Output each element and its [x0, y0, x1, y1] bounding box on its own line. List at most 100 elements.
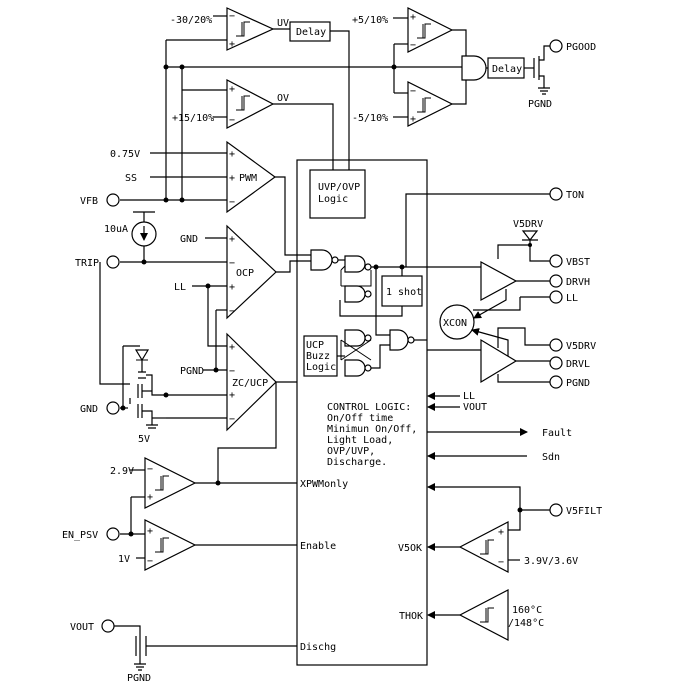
drvl-and-gate: [389, 329, 409, 351]
pg-hi-threshold: +5/10%: [352, 15, 388, 26]
svg-text:UV: UV: [277, 18, 289, 29]
ton-pin: [549, 187, 563, 201]
v29-label: 2.9V: [110, 466, 134, 477]
ov-comparator: + − OV: [226, 79, 289, 129]
svg-text:Delay: Delay: [492, 64, 522, 75]
svg-text:Buzz: Buzz: [306, 351, 330, 362]
vout-sideband: VOUT: [463, 402, 487, 413]
svg-text:+: +: [410, 114, 416, 125]
svg-text:Delay: Delay: [296, 27, 326, 38]
svg-text:UVP/OVP: UVP/OVP: [318, 182, 360, 193]
svg-text:+: +: [229, 173, 235, 184]
drvh-pin: [549, 274, 563, 288]
drvl-label: DRVL: [566, 359, 590, 370]
pgood-lo-comparator: − +: [407, 81, 454, 127]
svg-text:Logic: Logic: [318, 194, 348, 205]
svg-text:−: −: [229, 115, 235, 126]
zc-ucp-comparator: + − + − ZC/UCP: [226, 332, 277, 432]
v5drv-label: V5DRV: [513, 219, 543, 230]
pgnd-pin: [549, 375, 563, 389]
psv-comparator-hi: − +: [144, 457, 197, 509]
pgnd-label: PGND: [566, 378, 590, 389]
latch-lower: [340, 329, 372, 377]
pg-lo-threshold: -5/10%: [352, 113, 388, 124]
pgnd-label-bottom: PGND: [127, 673, 151, 683]
svg-text:−: −: [229, 306, 235, 317]
pgood-hi-comparator: + −: [407, 7, 454, 53]
svg-text:+: +: [410, 12, 416, 23]
svg-text:−: −: [229, 197, 235, 208]
ocp-comparator: + − + − OCP: [226, 224, 277, 320]
drvl-pin: [549, 356, 563, 370]
svg-text:XCON: XCON: [443, 318, 467, 329]
drvh-label: DRVH: [566, 277, 590, 288]
enable-label: Enable: [300, 541, 336, 552]
v5ok-threshold: 3.9V/3.6V: [524, 556, 578, 567]
gnd-label-ocp: GND: [180, 234, 198, 245]
thok-comparator: [458, 589, 509, 641]
pgood-and-gate: [461, 55, 487, 81]
svg-text:−: −: [229, 258, 235, 269]
current-source-10ua: [131, 211, 157, 262]
control-logic-line: Light Load,: [327, 435, 393, 446]
trip-label: TRIP: [75, 258, 99, 269]
svg-text:−: −: [410, 40, 416, 51]
trip-pin: [106, 255, 120, 269]
pgnd-label-zc: PGND: [180, 366, 204, 377]
discharge-fet: [114, 625, 297, 671]
v5drv-diode: [521, 230, 539, 241]
xcon-block: [439, 304, 475, 340]
svg-text:−: −: [229, 11, 235, 22]
ucp-buzz-logic: [303, 335, 338, 377]
svg-text:OV: OV: [277, 93, 289, 104]
svg-text:+: +: [147, 492, 153, 503]
sdn-label: Sdn: [542, 452, 560, 463]
pgood-label: PGOOD: [566, 42, 596, 53]
vbst-label: VBST: [566, 257, 590, 268]
vout-label: VOUT: [70, 622, 94, 633]
vout-pin: [101, 619, 115, 633]
v5filt-pin: [549, 503, 563, 517]
svg-text:+: +: [229, 39, 235, 50]
svg-text:+: +: [229, 342, 235, 353]
en-psv-pin: [106, 527, 120, 541]
v5ok-comparator: + −: [458, 521, 509, 573]
ton-label: TON: [566, 190, 584, 201]
v5filt-label: V5FILT: [566, 506, 602, 517]
v1-label: 1V: [118, 554, 130, 565]
control-logic-line: On/Off time: [327, 413, 393, 424]
svg-text:+: +: [229, 282, 235, 293]
gnd-pin: [106, 401, 120, 415]
thok-label: THOK: [399, 611, 423, 622]
vbst-pin: [549, 254, 563, 268]
tsd-lo-label: /148°C: [508, 618, 544, 629]
svg-text:−: −: [229, 414, 235, 425]
i10ua-label: 10uA: [104, 224, 128, 235]
svg-text:1 shot: 1 shot: [386, 287, 422, 298]
svg-text:−: −: [410, 86, 416, 97]
ll-label-ocp: LL: [174, 282, 186, 293]
enable-comparator: + −: [144, 519, 197, 571]
uv-comparator: − + UV: [226, 7, 289, 51]
fault-label: Fault: [542, 428, 572, 439]
uv-threshold: -30/20%: [170, 15, 212, 26]
control-logic-line: OVP/UVP,: [327, 446, 375, 457]
svg-text:−: −: [147, 556, 153, 567]
uvp-ovp-logic: [309, 169, 366, 219]
control-logic-label: CONTROL LOGIC:: [327, 402, 411, 413]
svg-text:−: −: [147, 464, 153, 475]
pgood-fet: [533, 45, 550, 95]
v5drv-pin-label: V5DRV: [566, 341, 596, 352]
svg-text:+: +: [229, 84, 235, 95]
svg-text:+: +: [229, 149, 235, 160]
svg-text:+: +: [498, 527, 504, 538]
ll-label: LL: [566, 293, 578, 304]
gnd-label: GND: [80, 404, 98, 415]
svg-text:+: +: [229, 390, 235, 401]
control-logic-block: [296, 159, 428, 666]
ll-sideband: LL: [463, 391, 475, 402]
high-side-driver: [480, 260, 518, 302]
en-psv-label: EN_PSV: [62, 530, 98, 541]
ss-label: SS: [125, 173, 137, 184]
